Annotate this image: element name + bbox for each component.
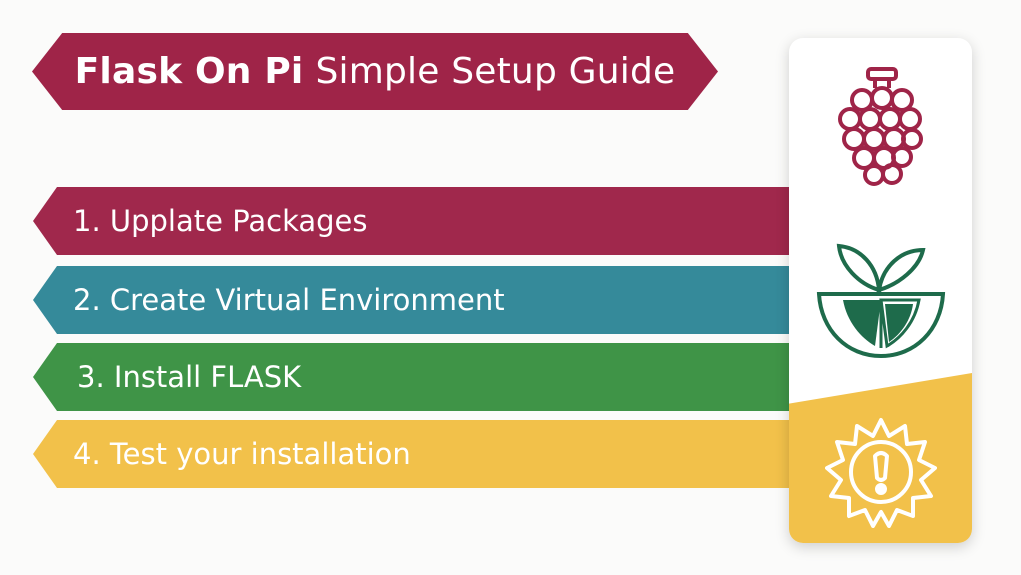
step-4-banner: 4. Test your installation (33, 420, 823, 488)
title-rest: Simple Setup Guide (315, 51, 676, 92)
sun-warning-icon (825, 418, 937, 528)
step-1-label: 1. Upplate Packages (73, 204, 368, 238)
step-4-label: 4. Test your installation (73, 437, 411, 471)
step-3-label: 3. Install FLASK (77, 360, 302, 394)
step-3-banner: 3. Install FLASK (33, 343, 823, 411)
title-banner: Flask On Pi Simple Setup Guide (32, 33, 718, 110)
citrus-icon (816, 243, 946, 359)
step-1-banner: 1. Upplate Packages (33, 187, 823, 255)
icon-panel (789, 38, 972, 543)
step-2-label: 2. Create Virtual Environment (73, 283, 505, 317)
raspberry-icon (838, 67, 923, 186)
title-bold: Flask On Pi (74, 51, 304, 92)
step-2-banner: 2. Create Virtual Environment (33, 266, 823, 334)
